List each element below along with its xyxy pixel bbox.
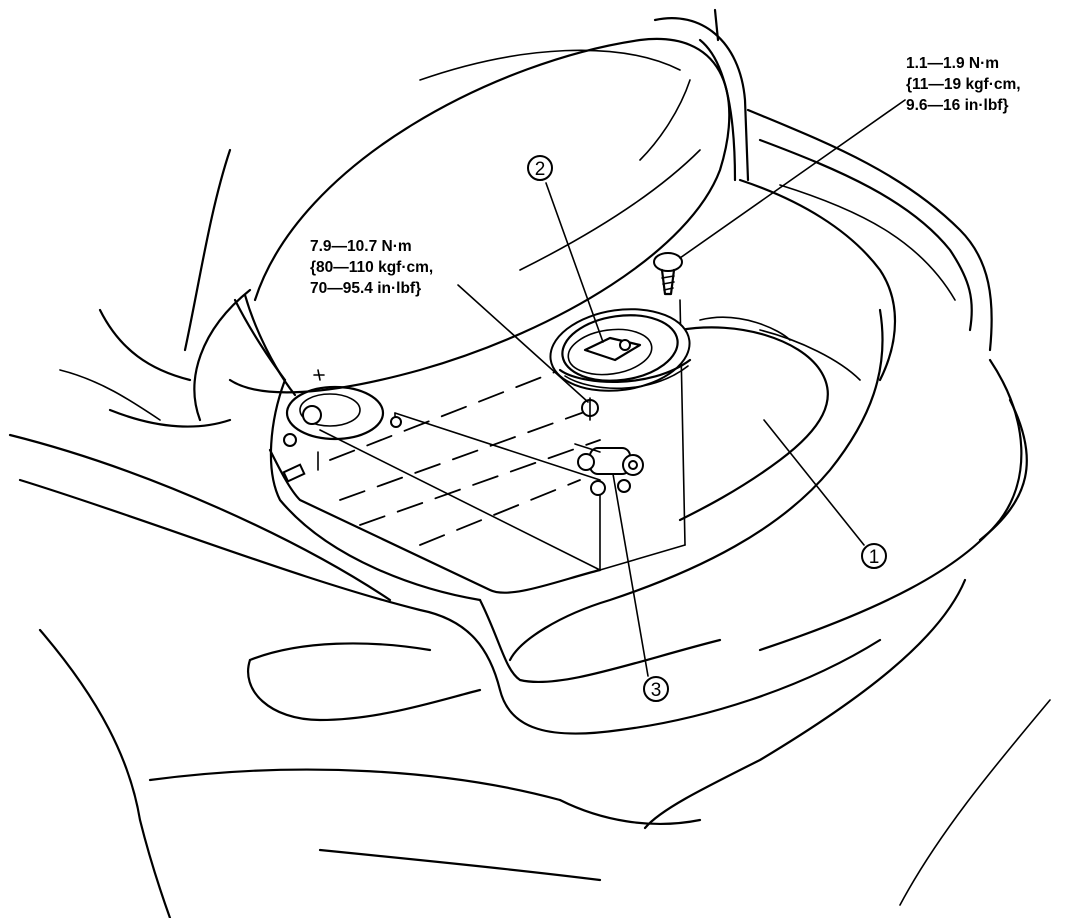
tweeter-assembly [574,397,644,496]
leader-lines [457,99,906,677]
speaker-mount-left [282,369,402,483]
svg-text:3: 3 [651,680,662,701]
callout-part-1: 1 [861,543,887,569]
callout-part-2: 2 [527,155,553,181]
svg-text:1: 1 [869,547,880,568]
torque-upper-line2: {11—19 kgf·cm, [906,76,1021,93]
torque-spec-upper-right: 1.1—1.9 N·m {11—19 kgf·cm, 9.6—16 in·lbf… [906,55,1021,114]
svg-text:2: 2 [535,159,546,180]
torque-spec-middle-left: 7.9—10.7 N·m {80—110 kgf·cm, 70—95.4 in·… [310,238,433,297]
car-body-outline [8,8,1051,918]
torque-upper-line1: 1.1—1.9 N·m [906,55,999,72]
torque-upper-line3: 9.6—16 in·lbf} [906,97,1009,114]
torque-middle-line3: 70—95.4 in·lbf} [310,280,421,297]
callout-part-3: 3 [643,676,669,702]
mounting-bolt [653,252,683,296]
torque-middle-line2: {80—110 kgf·cm, [310,259,433,276]
speaker-unit [549,308,692,392]
torque-middle-line1: 7.9—10.7 N·m [310,238,412,255]
